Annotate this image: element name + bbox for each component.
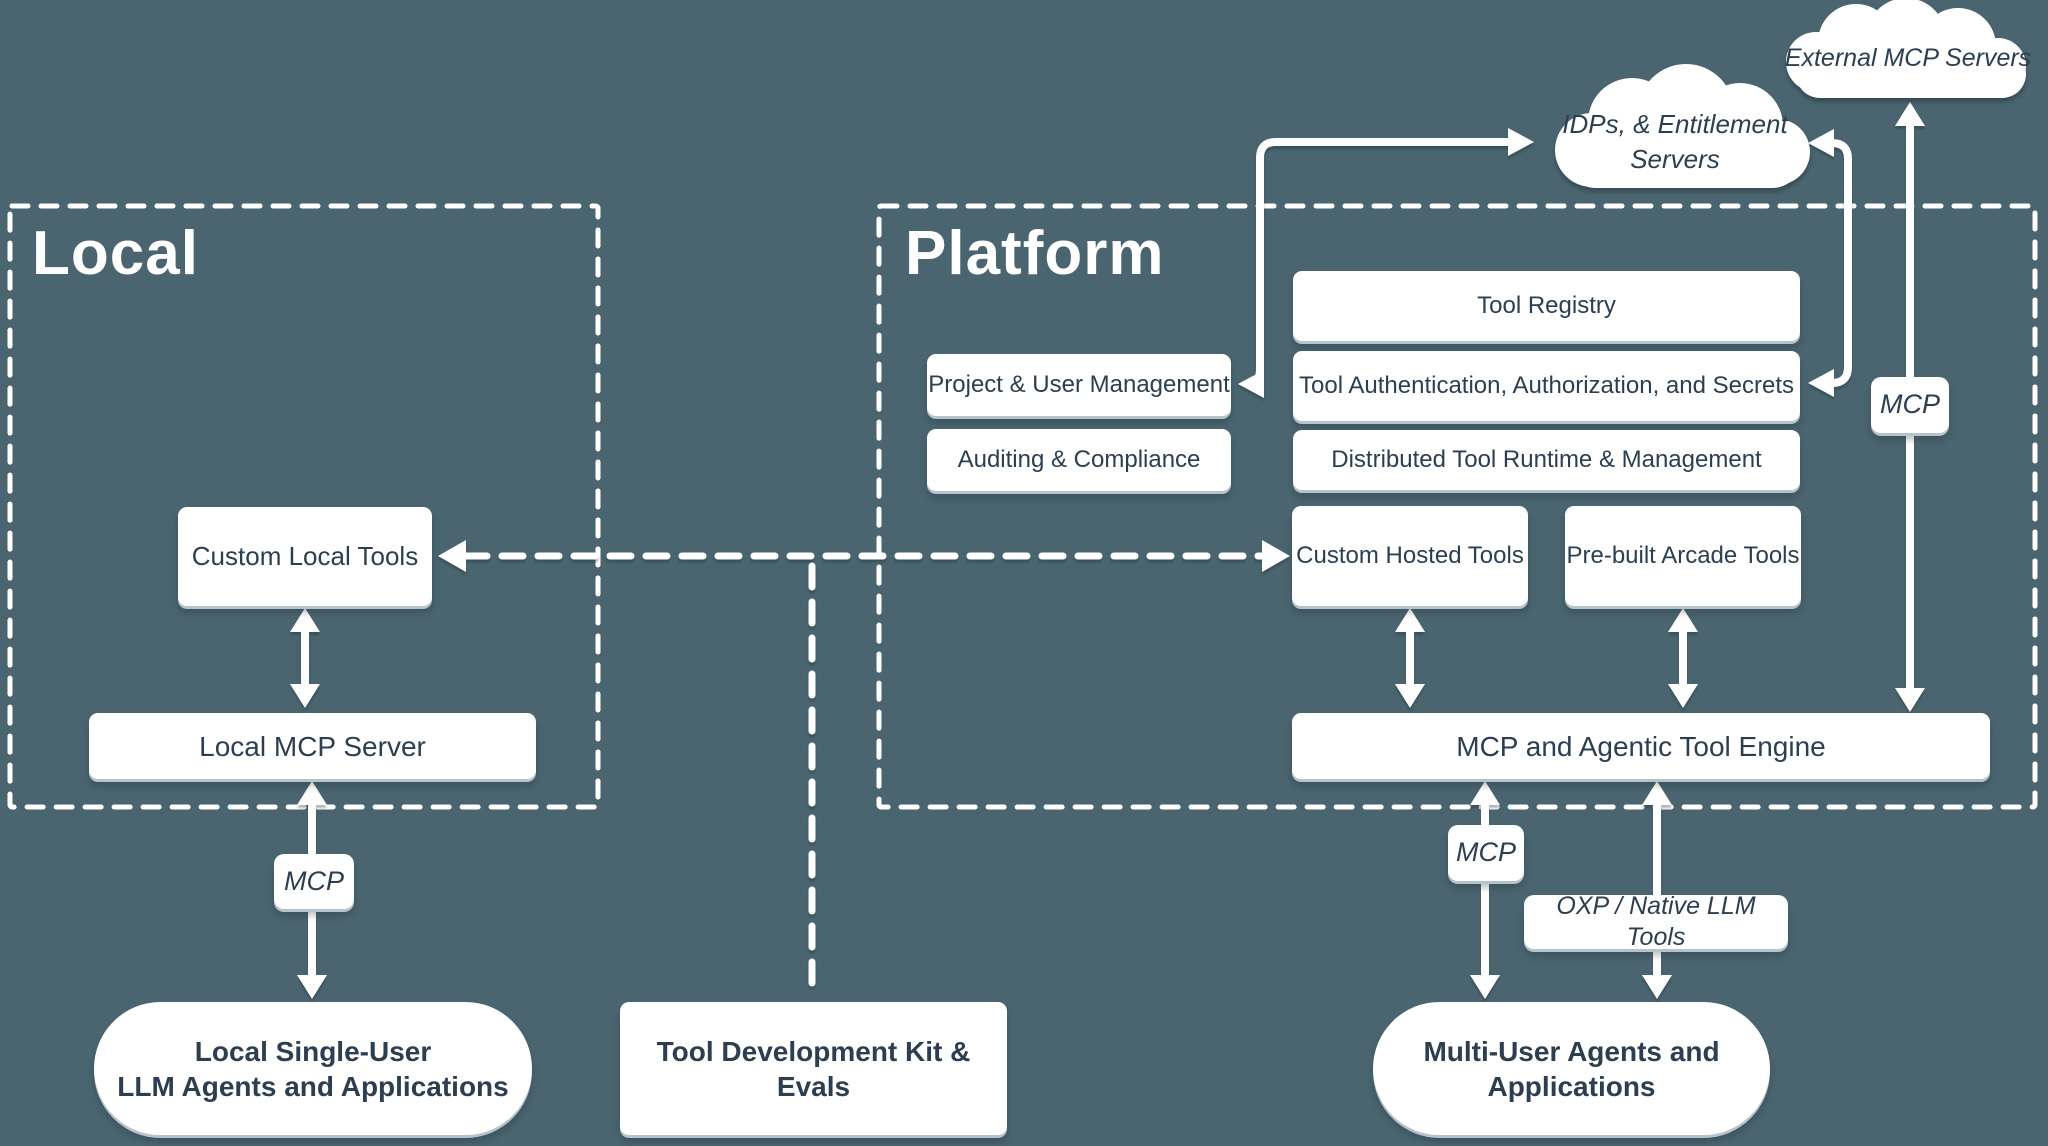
idps-cloud-label: IDPs, & Entitlement Servers xyxy=(1562,109,1788,175)
edge-label-oxp-native-llm-tools: OXP / Native LLM Tools xyxy=(1524,892,1788,951)
node-prebuilt-arcade-tools: Pre-built Arcade Tools xyxy=(1565,506,1801,606)
node-label: MCP and Agentic Tool Engine xyxy=(1456,730,1826,762)
node-tool-development-kit: Tool Development Kit & Evals xyxy=(620,1002,1007,1135)
arrow-project-idps xyxy=(1238,128,1534,398)
node-local-mcp-server: Local MCP Server xyxy=(89,713,536,779)
edge-label-mcp-local: MCP xyxy=(274,854,354,909)
section-title-local: Local xyxy=(32,219,199,288)
node-label: Custom Local Tools xyxy=(191,541,419,572)
arrow-engine-multiuser-mcp xyxy=(1470,781,1500,999)
dashed-connector-tools xyxy=(438,540,1290,572)
platform-region-border xyxy=(876,203,2038,810)
node-multi-user-agents: Multi-User Agents and Applications xyxy=(1373,1002,1770,1135)
idps-cloud xyxy=(1555,64,1810,188)
node-tool-registry: Tool Registry xyxy=(1293,271,1800,341)
edge-label-mcp-external: MCP xyxy=(1871,377,1949,433)
node-label: Tool Development Kit & Evals xyxy=(656,1035,971,1102)
node-label: Distributed Tool Runtime & Management xyxy=(1331,446,1762,473)
local-region-border xyxy=(7,203,601,810)
section-title-platform: Platform xyxy=(905,219,1165,288)
arrow-idps-toolauth xyxy=(1808,129,1852,397)
node-custom-hosted-tools: Custom Hosted Tools xyxy=(1292,506,1528,606)
node-label: Multi-User Agents and Applications xyxy=(1423,1035,1720,1102)
node-mcp-agentic-tool-engine: MCP and Agentic Tool Engine xyxy=(1292,713,1990,779)
node-label: Local MCP Server xyxy=(199,730,426,762)
node-tool-auth: Tool Authentication, Authorization, and … xyxy=(1293,351,1800,421)
node-label: Local Single-User LLM Agents and Applica… xyxy=(117,1035,509,1102)
edge-label-mcp-engine: MCP xyxy=(1448,825,1524,881)
node-custom-local-tools: Custom Local Tools xyxy=(178,507,432,606)
node-project-user-management: Project & User Management xyxy=(927,354,1231,416)
arrow-engine-multiuser-oxp xyxy=(1642,781,1672,999)
node-label: Tool Authentication, Authorization, and … xyxy=(1299,372,1794,399)
node-label: Tool Registry xyxy=(1477,292,1616,319)
node-distributed-runtime: Distributed Tool Runtime & Management xyxy=(1293,430,1800,490)
arrow-arcade-engine xyxy=(1668,608,1698,708)
arrow-customlocal-localmcp xyxy=(290,608,320,708)
node-label: Auditing & Compliance xyxy=(957,446,1201,473)
node-local-single-user-agents: Local Single-User LLM Agents and Applica… xyxy=(94,1002,532,1135)
node-auditing-compliance: Auditing & Compliance xyxy=(927,429,1231,491)
node-label: Project & User Management xyxy=(928,371,1230,398)
arrow-hosted-engine xyxy=(1395,608,1425,708)
external-cloud-label: External MCP Servers xyxy=(1784,44,2032,72)
node-label: Pre-built Arcade Tools xyxy=(1566,542,1800,569)
external-mcp-cloud xyxy=(1786,0,2026,98)
node-label: Custom Hosted Tools xyxy=(1296,542,1524,569)
